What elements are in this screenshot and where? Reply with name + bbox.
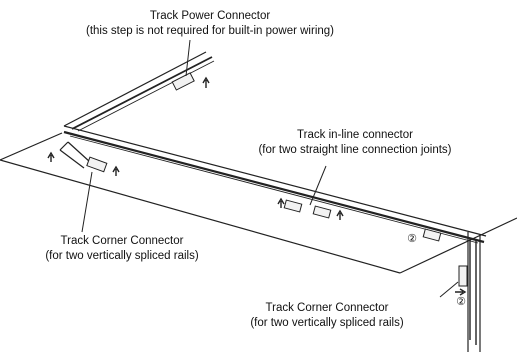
label-track-corner-connector-right: Track Corner Connector (for two vertical… bbox=[207, 301, 447, 331]
label-track-inline-connector-title: Track in-line connector bbox=[297, 129, 413, 141]
corner-connector-left-body bbox=[86, 156, 108, 173]
track-inline-connectors bbox=[277, 165, 344, 220]
rail-upper-inner bbox=[71, 56, 213, 130]
label-track-inline-connector: Track in-line connector (for two straigh… bbox=[215, 128, 495, 158]
label-track-corner-connector-left-title: Track Corner Connector bbox=[60, 235, 184, 247]
track-corner-connector-left-part bbox=[47, 151, 120, 233]
step-markers: ② ② bbox=[407, 233, 466, 308]
rail-left-a bbox=[67, 141, 91, 163]
label-track-power-connector-note: (this step is not required for built-in … bbox=[86, 25, 334, 37]
rail-upper-outer bbox=[63, 51, 207, 127]
rail-left-c bbox=[59, 141, 69, 151]
label-track-corner-connector-left-note: (for two vertically spliced rails) bbox=[45, 250, 199, 262]
label-track-power-connector-title: Track Power Connector bbox=[149, 10, 271, 22]
corner-connector-right-bottom bbox=[458, 265, 468, 287]
corner-left-arrow-a-icon bbox=[47, 151, 55, 162]
label-track-corner-connector-right-note: (for two vertically spliced rails) bbox=[250, 317, 404, 329]
track-rail-upper bbox=[63, 51, 215, 132]
inline-connector-b bbox=[312, 205, 332, 219]
step-marker-bottom: ② bbox=[456, 296, 466, 308]
label-track-corner-connector-left: Track Corner Connector (for two vertical… bbox=[2, 234, 242, 264]
label-track-corner-connector-right-title: Track Corner Connector bbox=[265, 302, 389, 314]
rail-main-edge bbox=[69, 135, 479, 244]
ceiling-edge-front bbox=[0, 159, 401, 274]
track-rail-vertical bbox=[469, 238, 477, 345]
rail-main-outer bbox=[63, 125, 487, 237]
track-power-connector bbox=[171, 39, 210, 91]
inline-arrow-left-icon bbox=[277, 197, 285, 208]
inline-connector-a bbox=[283, 199, 303, 213]
power-connector-arrow-icon bbox=[202, 76, 210, 88]
corner-right-arrow-icon bbox=[455, 288, 467, 296]
label-track-inline-connector-note: (for two straight line connection joints… bbox=[258, 144, 452, 156]
power-connector-body bbox=[171, 72, 195, 91]
corner-connector-right-leader bbox=[439, 281, 459, 298]
rail-upper-inner-2 bbox=[77, 60, 215, 132]
corner-connector-left-leader bbox=[81, 171, 93, 233]
power-connector-leader bbox=[185, 39, 191, 77]
ceiling-edge-right bbox=[399, 217, 517, 274]
step-marker-top: ② bbox=[407, 233, 417, 245]
rail-left-b bbox=[59, 149, 85, 169]
track-corner-connector-right-part bbox=[422, 228, 468, 298]
track-rail-left bbox=[59, 141, 91, 169]
inline-connector-leader bbox=[309, 165, 327, 206]
label-track-power-connector: Track Power Connector (this step is not … bbox=[20, 9, 400, 39]
track-rail-main bbox=[63, 125, 487, 244]
corner-left-arrow-b-icon bbox=[112, 165, 120, 176]
ceiling-plane bbox=[0, 132, 517, 352]
corner-connector-right-top bbox=[422, 228, 442, 242]
ceiling-edge-left bbox=[0, 132, 63, 161]
rail-main-inner bbox=[63, 130, 485, 244]
inline-arrow-right-icon bbox=[336, 209, 344, 220]
